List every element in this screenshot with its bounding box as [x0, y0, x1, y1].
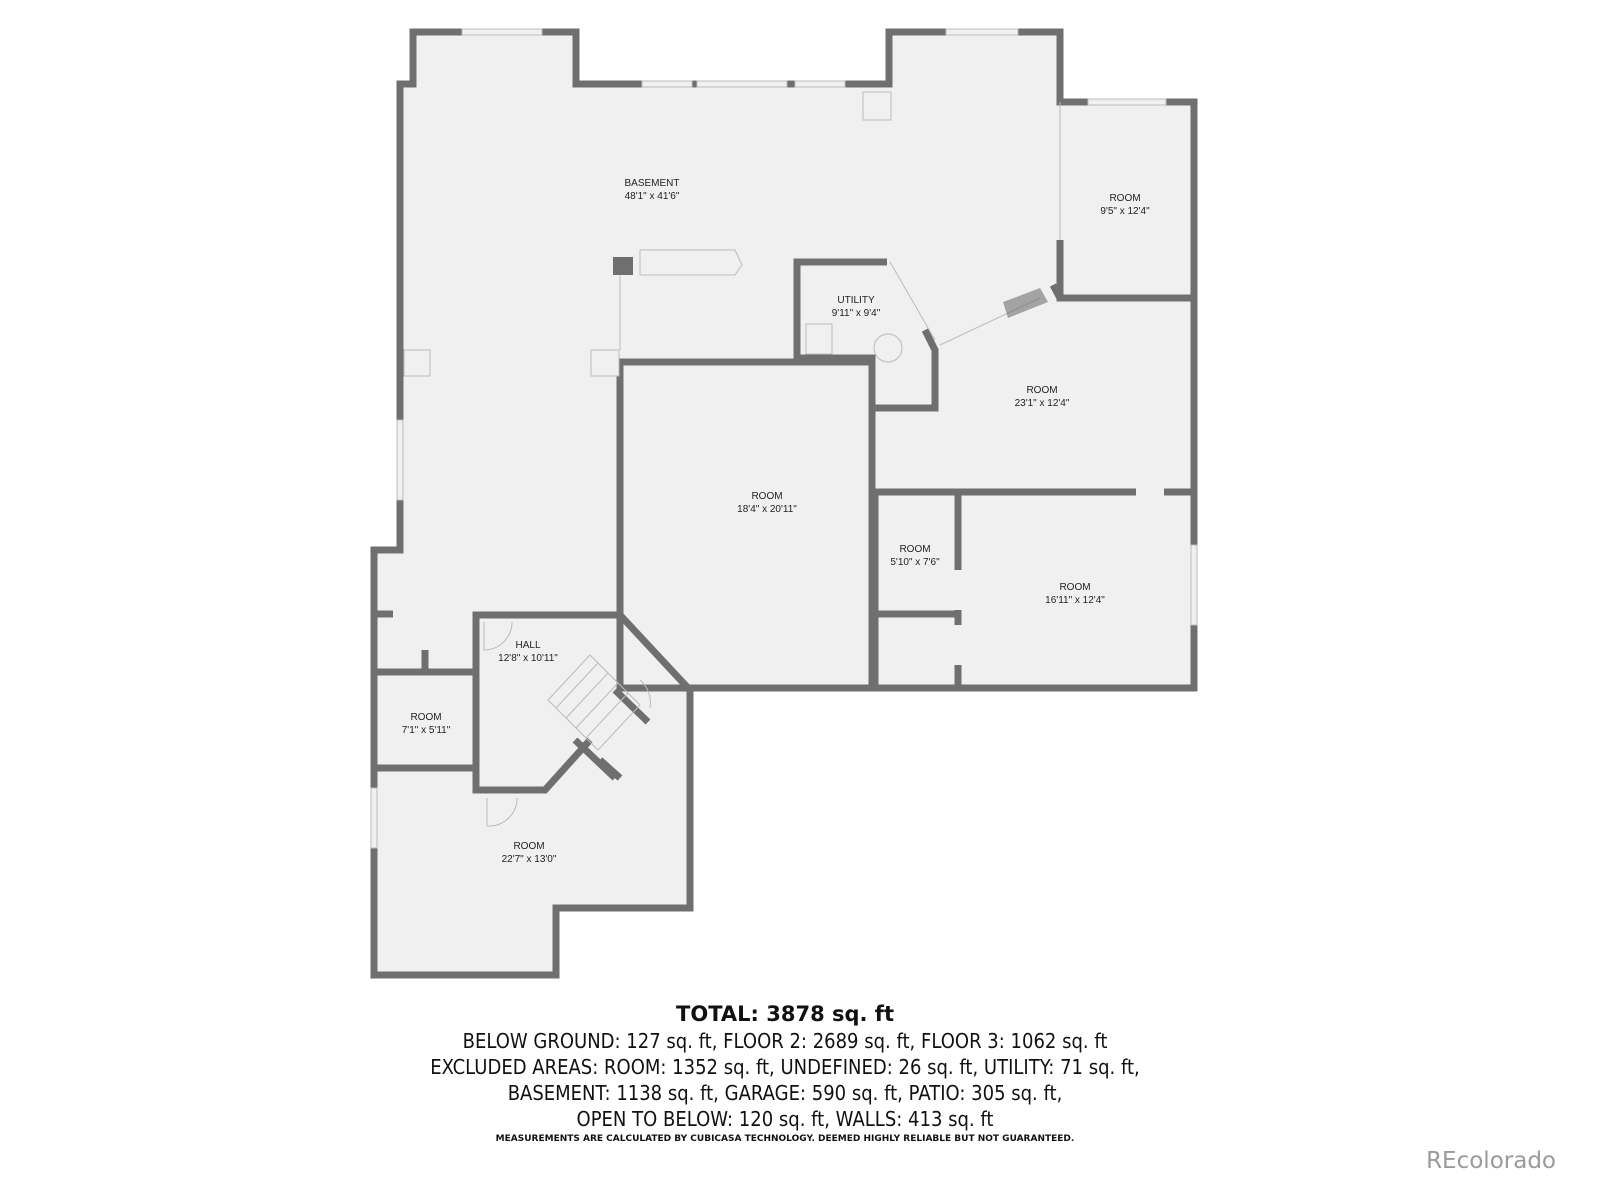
summary-line: BASEMENT: 1138 sq. ft, GARAGE: 590 sq. f…	[507, 1081, 1063, 1105]
summary-line: OPEN TO BELOW: 120 sq. ft, WALLS: 413 sq…	[576, 1107, 994, 1131]
watermark: REcolorado	[1426, 1148, 1556, 1174]
utility-walls	[793, 258, 939, 412]
floor-plan	[370, 28, 1198, 979]
summary-line: BELOW GROUND: 127 sq. ft, FLOOR 2: 2689 …	[462, 1029, 1108, 1053]
area-summary: TOTAL: 3878 sq. ft BELOW GROUND: 127 sq.…	[0, 1000, 1570, 1146]
summary-line: EXCLUDED AREAS: ROOM: 1352 sq. ft, UNDEF…	[430, 1055, 1140, 1079]
disclaimer: MEASUREMENTS ARE CALCULATED BY CUBICASA …	[495, 1134, 1075, 1144]
total-area: TOTAL: 3878 sq. ft	[676, 1002, 894, 1026]
